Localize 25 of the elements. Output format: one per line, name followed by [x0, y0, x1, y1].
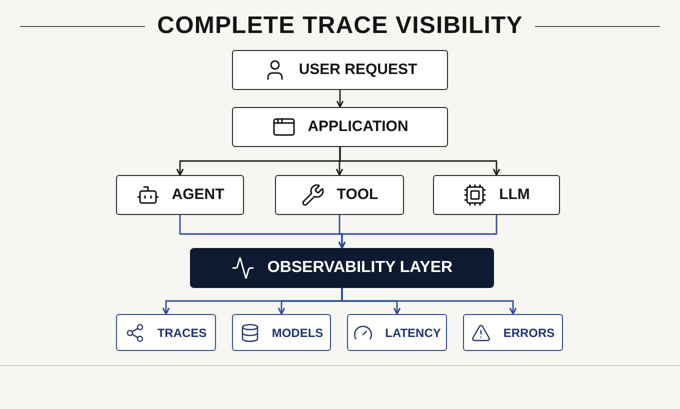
arrow [338, 215, 498, 249]
arrow [336, 90, 344, 108]
arrow [341, 288, 517, 315]
node-label: LLM [499, 184, 530, 205]
process-box [232, 50, 448, 90]
diagram-title: COMPLETE TRACE VISIBILITY [157, 11, 523, 41]
process-box [463, 314, 563, 351]
process-box [232, 314, 331, 351]
node-label: MODELS [272, 324, 324, 342]
process-box [433, 175, 560, 215]
arrow [339, 147, 500, 176]
process-box [275, 175, 404, 215]
node-label: TOOL [336, 184, 378, 205]
node-label: LATENCY [385, 324, 441, 342]
process-box [116, 314, 216, 351]
node-label: OBSERVABILITY LAYER [267, 258, 453, 278]
node-label: ERRORS [503, 324, 555, 342]
node-label: AGENT [172, 184, 224, 205]
layer-bar [190, 248, 494, 288]
node-label: USER REQUEST [298, 60, 418, 80]
node-label: TRACES [157, 324, 207, 342]
process-box [347, 314, 447, 351]
node-label: APPLICATION [308, 116, 408, 137]
process-box [232, 107, 448, 147]
process-box [116, 175, 244, 215]
